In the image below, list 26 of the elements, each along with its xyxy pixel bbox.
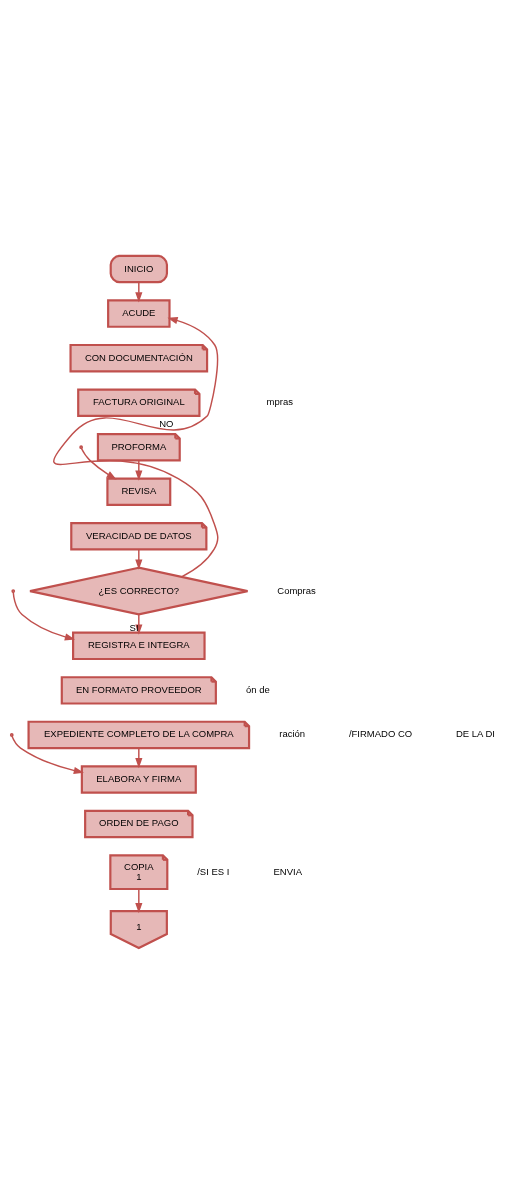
label: DE LA DI bbox=[455, 728, 495, 740]
arrow bbox=[135, 548, 143, 570]
label: ENVIA bbox=[273, 865, 303, 877]
node-box: INICIO bbox=[109, 254, 169, 284]
arrow bbox=[80, 447, 117, 480]
node-box: ELABORA Y FIRMA bbox=[80, 765, 197, 794]
arrow bbox=[12, 591, 76, 641]
node-diamond: ¿ES CORRECTO? bbox=[28, 566, 249, 616]
arrow bbox=[53, 317, 219, 578]
label: ón de bbox=[245, 683, 270, 695]
arrow bbox=[135, 888, 143, 914]
node-box: REGISTRA E INTEGRA bbox=[72, 631, 206, 661]
label: /SI ES I bbox=[197, 865, 230, 877]
arrow bbox=[135, 459, 143, 481]
node-box: ACUDE bbox=[107, 299, 171, 328]
label: ración bbox=[279, 728, 306, 740]
arrow bbox=[135, 281, 143, 303]
edge-label: NO bbox=[159, 418, 174, 430]
arrow bbox=[135, 747, 143, 769]
arrow bbox=[11, 735, 84, 774]
label: /FIRMADO CO bbox=[348, 728, 413, 740]
label: mpras bbox=[266, 396, 293, 408]
label: Compras bbox=[277, 584, 316, 596]
edge-label: SI bbox=[129, 622, 139, 634]
arrow bbox=[135, 614, 143, 635]
node-box: REVISA bbox=[106, 477, 172, 506]
